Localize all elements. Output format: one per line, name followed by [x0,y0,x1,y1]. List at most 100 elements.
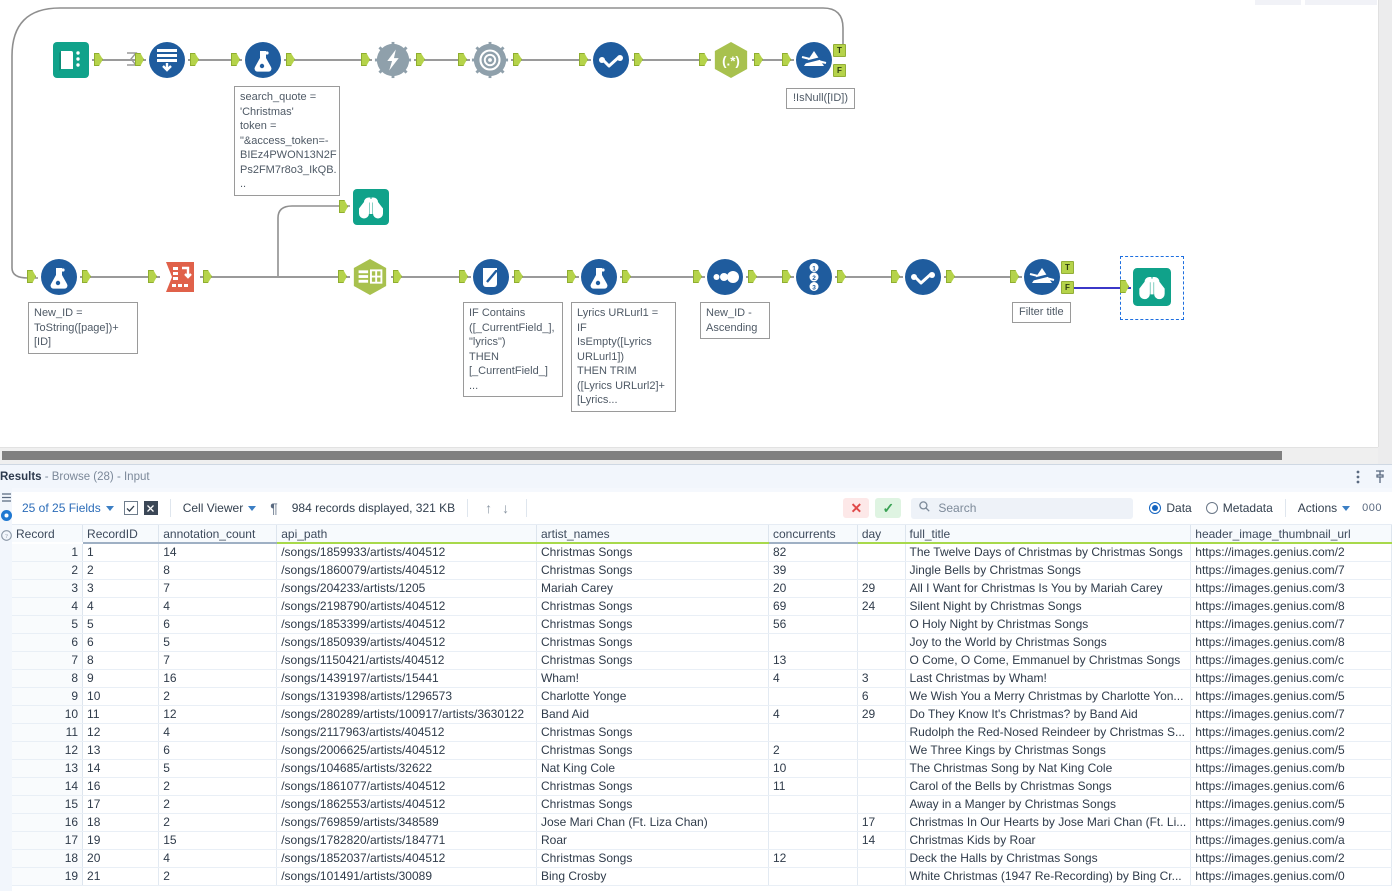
cell-full[interactable]: Christmas Kids by Roar [905,831,1192,850]
cell-conc[interactable]: 10 [768,759,858,778]
cell-day[interactable] [857,723,906,742]
cell-thumb[interactable]: https://images.genius.com/8 [1190,597,1392,616]
filter-true-anchor[interactable]: T [833,44,846,57]
input-anchor[interactable] [693,270,702,283]
cell-full[interactable]: O Holy Night by Christmas Songs [905,615,1192,634]
cell-artist[interactable]: Christmas Songs [536,615,769,634]
cell-ann[interactable]: 2 [158,867,278,886]
cell-full[interactable]: Christmas In Our Hearts by Jose Mari Cha… [905,813,1192,832]
cell-recordid[interactable]: 10 [82,687,160,706]
column-header-api[interactable]: api_path [276,525,537,544]
cell-ann[interactable]: 6 [158,741,278,760]
input-anchor[interactable] [148,270,157,283]
select-tool-1[interactable] [579,41,643,79]
output-anchor[interactable] [837,270,846,283]
column-header-artist[interactable]: artist_names [536,525,769,544]
cell-thumb[interactable]: https://images.genius.com/2 [1190,723,1392,742]
cell-day[interactable] [857,543,906,562]
cell-api[interactable]: /songs/101491/artists/30089 [276,867,537,886]
cell-conc[interactable]: 20 [768,579,858,598]
cell-day[interactable] [857,561,906,580]
output-anchor[interactable] [82,270,91,283]
cell-conc[interactable] [768,831,858,850]
cell-ann[interactable]: 4 [158,723,278,742]
cell-conc[interactable]: 2 [768,741,858,760]
formula-tool-3[interactable] [567,258,631,296]
cell-record[interactable]: 18 [12,849,84,868]
cell-conc[interactable]: 69 [768,597,858,616]
cell-conc[interactable]: 82 [768,543,858,562]
browse-tool-1[interactable] [339,188,390,226]
cell-ann[interactable]: 16 [158,669,278,688]
cell-thumb[interactable]: https://images.genius.com/2 [1190,543,1392,562]
cell-full[interactable]: We Wish You a Merry Christmas by Charlot… [905,687,1192,706]
cell-day[interactable]: 24 [857,597,906,616]
cell-full[interactable]: We Three Kings by Christmas Songs [905,741,1192,760]
unique-tool[interactable] [693,258,757,296]
arrow-down-icon[interactable]: ↓ [502,500,510,516]
cell-artist[interactable]: Charlotte Yonge [536,687,769,706]
cell-artist[interactable]: Christmas Songs [536,723,769,742]
cell-recordid[interactable]: 17 [82,795,160,814]
cell-api[interactable]: /songs/204233/artists/1205 [276,579,537,598]
cell-full[interactable]: All I Want for Christmas Is You by Maria… [905,579,1192,598]
canvas-vertical-scrollbar[interactable] [1378,0,1392,447]
cell-record[interactable]: 6 [12,633,84,652]
search-input[interactable] [936,500,1126,516]
cell-thumb[interactable]: https://images.genius.com/c [1190,651,1392,670]
output-anchor[interactable] [94,53,103,66]
cell-api[interactable]: /songs/2198790/artists/404512 [276,597,537,616]
cell-api[interactable]: /songs/1439197/artists/15441 [276,669,537,688]
cell-conc[interactable] [768,633,858,652]
cell-recordid[interactable]: 1 [82,543,160,562]
blue-circle-icon[interactable] [0,510,12,521]
cell-thumb[interactable]: https://images.genius.com/a [1190,831,1392,850]
deselect-all-fields-button[interactable] [143,501,158,515]
output-anchor[interactable] [748,270,757,283]
json-parse-tool[interactable] [458,41,522,79]
formula-tool-1[interactable] [231,41,295,79]
cell-conc[interactable]: 56 [768,615,858,634]
filter-tool-1[interactable]: T F [782,41,846,79]
cell-api[interactable]: /songs/2117963/artists/404512 [276,723,537,742]
sort-tool[interactable]: 1 2 3 [782,258,846,296]
download-tool[interactable] [361,41,425,79]
column-header-record[interactable]: Record [12,525,84,544]
cell-conc[interactable]: 4 [768,669,858,688]
input-anchor[interactable] [339,200,348,213]
cell-record[interactable]: 9 [12,687,84,706]
cell-ann[interactable]: 14 [158,543,278,562]
cell-day[interactable] [857,867,906,886]
workflow-canvas[interactable]: (.*) T F [0,0,1378,447]
cell-day[interactable] [857,741,906,760]
cell-recordid[interactable]: 20 [82,849,160,868]
cell-recordid[interactable]: 8 [82,651,160,670]
filter-true-anchor[interactable]: T [1061,261,1074,274]
cell-day[interactable] [857,849,906,868]
scrollbar-thumb[interactable] [2,451,1282,460]
info-circle-icon[interactable]: ? [0,530,12,541]
cell-api[interactable]: /songs/1860079/artists/404512 [276,561,537,580]
output-anchor[interactable] [393,270,402,283]
cell-record[interactable]: 4 [12,597,84,616]
cell-recordid[interactable]: 2 [82,561,160,580]
column-header-day[interactable]: day [857,525,906,544]
cell-api[interactable]: /songs/1852037/artists/404512 [276,849,537,868]
cell-artist[interactable]: Wham! [536,669,769,688]
output-anchor[interactable] [946,270,955,283]
cell-artist[interactable]: Nat King Cole [536,759,769,778]
cell-full[interactable]: The Christmas Song by Nat King Cole [905,759,1192,778]
regex-tool[interactable]: (.*) [699,41,763,79]
cell-recordid[interactable]: 16 [82,777,160,796]
cell-api[interactable]: /songs/104685/artists/32622 [276,759,537,778]
cell-artist[interactable]: Christmas Songs [536,597,769,616]
cell-record[interactable]: 17 [12,831,84,850]
cell-ann[interactable]: 4 [158,597,278,616]
cell-api[interactable]: /songs/769859/artists/348589 [276,813,537,832]
